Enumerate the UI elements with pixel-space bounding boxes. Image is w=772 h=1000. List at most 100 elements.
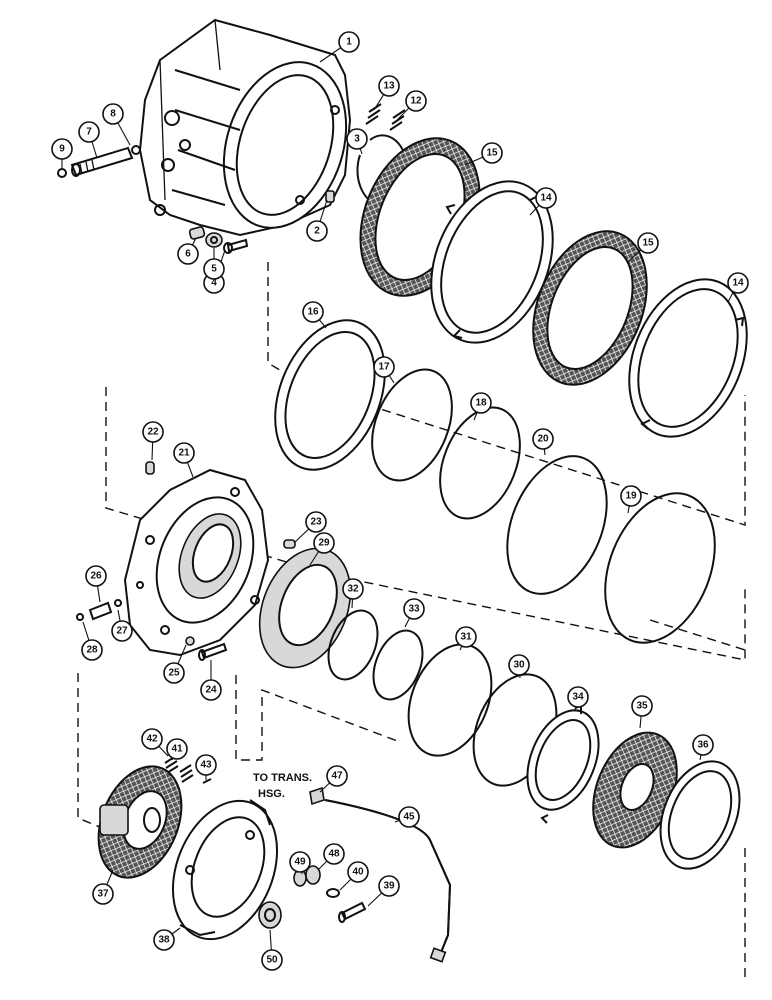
callout-number: 38 — [158, 935, 170, 946]
callout-1: 1 — [319, 31, 360, 63]
callout-number: 45 — [403, 812, 415, 823]
callout-49: 49 — [289, 851, 311, 875]
callout-47: 47 — [319, 765, 348, 793]
callout-number: 18 — [475, 398, 487, 409]
callout-number: 27 — [116, 626, 128, 637]
callout-6: 6 — [177, 237, 199, 265]
ring-32 — [327, 609, 379, 681]
callout-number: 48 — [328, 849, 340, 860]
callout-number: 3 — [354, 134, 360, 145]
callout-number: 20 — [537, 434, 549, 445]
callout-circle — [378, 75, 400, 97]
note-to-trans-hsg-line1: TO TRANS. — [253, 772, 312, 784]
note-to-trans-hsg-line2: HSG. — [258, 788, 285, 800]
callout-32: 32 — [342, 578, 364, 609]
callout-26: 26 — [85, 565, 107, 603]
callout-circle — [727, 272, 749, 294]
callout-circle — [346, 128, 368, 150]
callout-number: 15 — [642, 238, 654, 249]
callout-number: 6 — [185, 249, 191, 260]
callout-39: 39 — [367, 875, 400, 907]
callout-number: 14 — [540, 193, 552, 204]
callout-number: 9 — [59, 144, 65, 155]
ring-20 — [506, 455, 608, 595]
callout-36: 36 — [692, 734, 714, 761]
callout-circle — [347, 861, 369, 883]
callout-number: 1 — [346, 37, 352, 48]
callout-24: 24 — [200, 660, 222, 701]
callout-number: 16 — [307, 307, 319, 318]
callout-circle — [455, 626, 477, 648]
steel-plate-36 — [659, 760, 741, 870]
callout-number: 23 — [310, 517, 322, 528]
callout-circle — [302, 301, 324, 323]
callout-18: 18 — [470, 392, 492, 421]
callout-number: 35 — [636, 701, 648, 712]
callout-16: 16 — [302, 301, 327, 329]
callout-number: 50 — [266, 955, 278, 966]
callout-17: 17 — [373, 356, 395, 384]
callout-circle — [111, 620, 133, 642]
callout-number: 31 — [460, 632, 472, 643]
hub-disc-37 — [97, 765, 183, 879]
callout-2: 2 — [306, 199, 328, 242]
callout-circle — [313, 532, 335, 554]
callout-38: 38 — [153, 927, 181, 951]
callout-number: 15 — [486, 148, 498, 159]
callout-circle — [637, 232, 659, 254]
ring-19 — [604, 492, 716, 644]
callout-circle — [141, 728, 163, 750]
callout-48: 48 — [317, 843, 345, 871]
callout-number: 22 — [147, 427, 159, 438]
callout-circle — [200, 679, 222, 701]
callout-circle — [173, 442, 195, 464]
group-outline-middle — [105, 387, 746, 661]
callout-circle — [567, 686, 589, 708]
callout-14: 14 — [529, 187, 557, 216]
piston-plate-16 — [274, 319, 386, 471]
group-outline-upper — [267, 262, 746, 526]
callout-45: 45 — [394, 806, 420, 828]
callout-circle — [323, 843, 345, 865]
bushings-4-5-6 — [188, 226, 249, 254]
ring-33 — [372, 629, 424, 701]
callout-circle — [289, 851, 311, 873]
callout-number: 21 — [178, 448, 190, 459]
callout-circle — [373, 356, 395, 378]
callout-circle — [481, 142, 503, 164]
callout-7: 7 — [78, 121, 100, 159]
callout-circle — [261, 949, 283, 971]
seal-29 — [258, 547, 352, 669]
callout-number: 34 — [572, 692, 584, 703]
callout-number: 7 — [86, 127, 92, 138]
friction-disc-35 — [592, 731, 678, 849]
callout-circle — [535, 187, 557, 209]
callout-30: 30 — [508, 654, 530, 679]
callout-number: 37 — [97, 889, 109, 900]
callout-circle — [620, 485, 642, 507]
friction-disc-15-lower — [532, 230, 648, 386]
callout-circle — [81, 639, 103, 661]
callout-number: 49 — [294, 857, 306, 868]
callout-27: 27 — [111, 609, 133, 642]
callout-number: 36 — [697, 740, 709, 751]
callout-15: 15 — [627, 232, 659, 263]
bushing-50 — [258, 901, 282, 929]
callout-circle — [166, 738, 188, 760]
callout-circle — [342, 578, 364, 600]
ring-18 — [439, 406, 521, 520]
callout-circle — [177, 243, 199, 265]
callout-number: 4 — [211, 278, 217, 289]
callout-15: 15 — [464, 142, 503, 166]
callout-circle — [102, 103, 124, 125]
callout-number: 26 — [90, 571, 102, 582]
callout-circle — [403, 598, 425, 620]
callout-20: 20 — [532, 428, 554, 456]
callout-43: 43 — [195, 754, 217, 780]
callout-21: 21 — [173, 442, 195, 478]
callout-number: 2 — [314, 226, 320, 237]
callout-29: 29 — [309, 532, 335, 566]
callout-number: 19 — [625, 491, 637, 502]
callout-circle — [470, 392, 492, 414]
callout-circle — [692, 734, 714, 756]
